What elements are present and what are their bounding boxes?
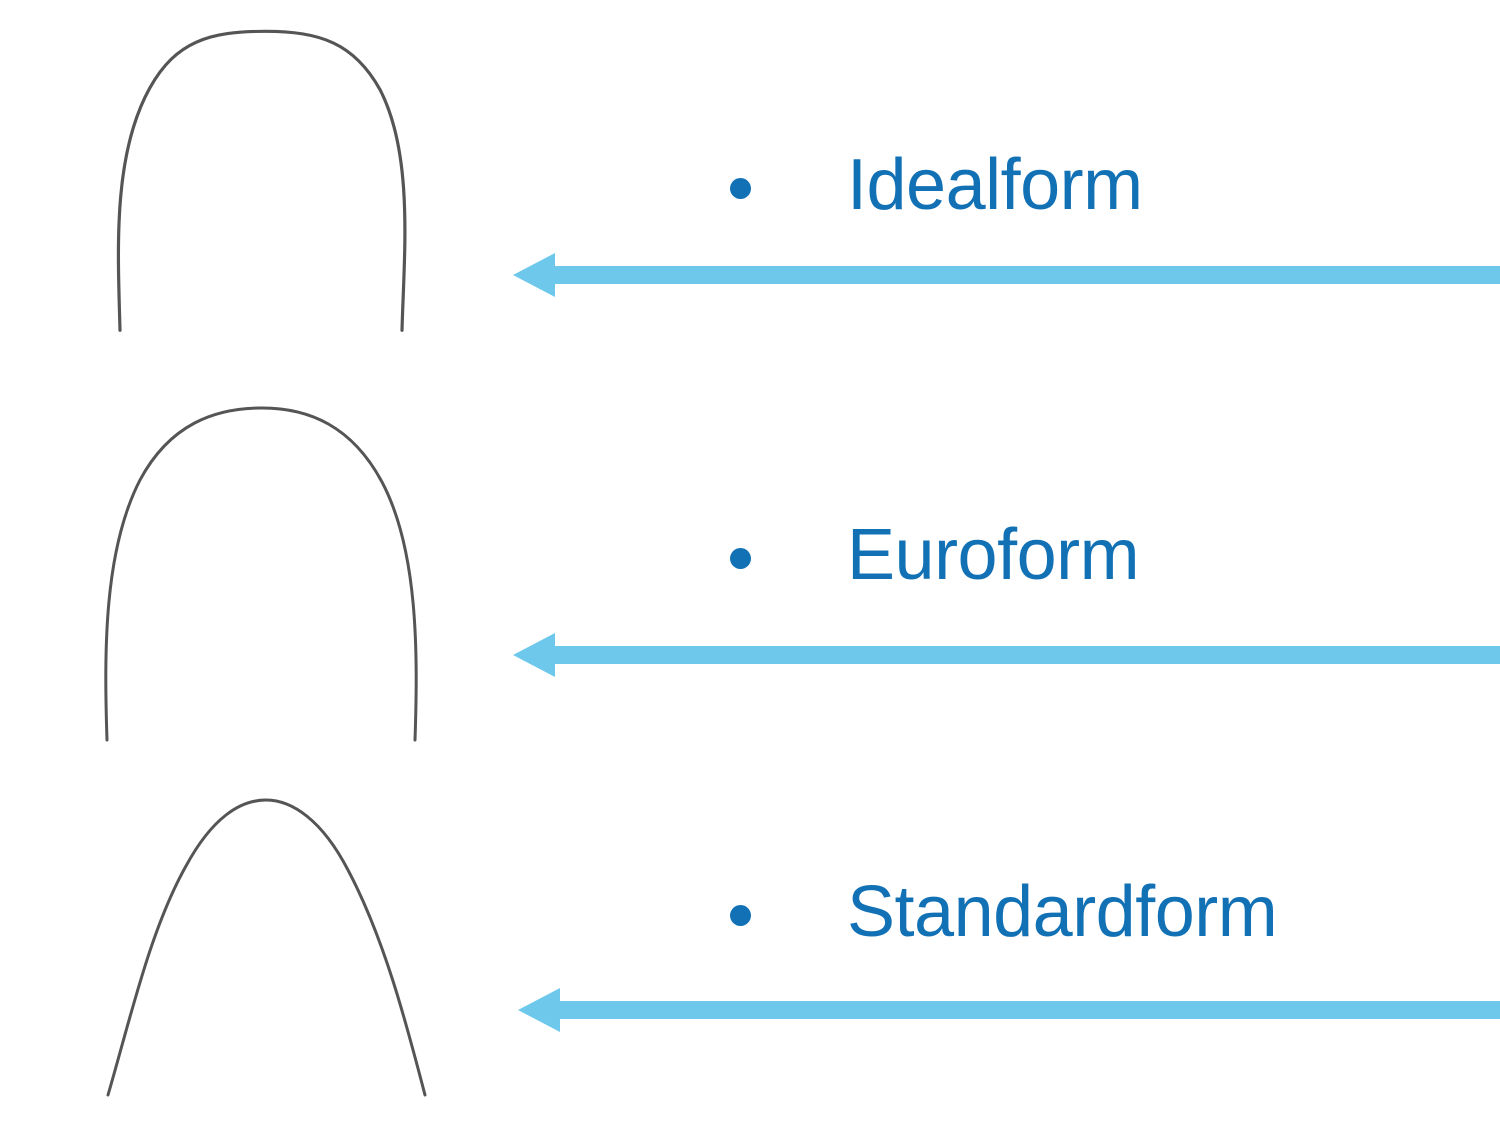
bullet-dot-icon — [730, 905, 751, 927]
archwire-idealform — [0, 10, 500, 340]
label-euroform: Euroform — [847, 515, 1140, 595]
bullet-row-standardform: Standardform — [730, 872, 1278, 952]
arrow-euroform — [505, 625, 1500, 685]
bullet-row-idealform: Idealform — [730, 145, 1143, 225]
label-standardform: Standardform — [847, 872, 1278, 952]
arrow-standardform — [505, 980, 1500, 1040]
arrow-idealform — [505, 245, 1500, 305]
bullet-dot-icon — [730, 548, 751, 570]
bullet-dot-icon — [730, 178, 751, 200]
label-idealform: Idealform — [847, 145, 1143, 225]
archwire-euroform — [0, 400, 500, 745]
bullet-row-euroform: Euroform — [730, 515, 1140, 595]
archwire-standardform — [0, 780, 500, 1110]
